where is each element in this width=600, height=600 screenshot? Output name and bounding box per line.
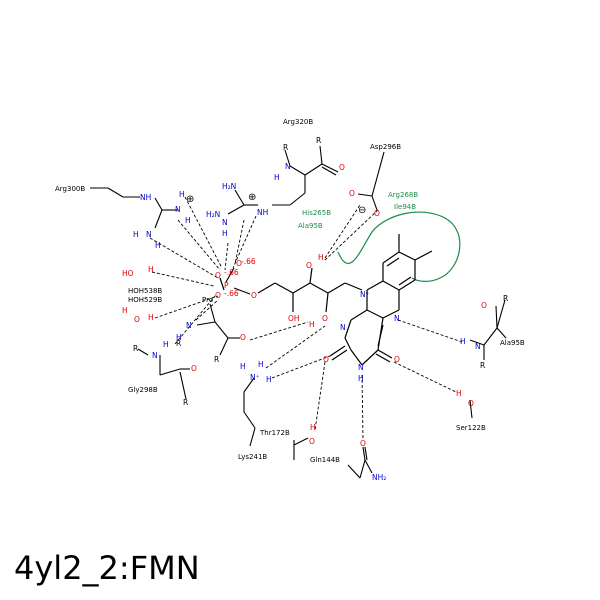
atom-h2n-arg320b: H₂N [206, 210, 220, 219]
atom-o-asp296b: O [374, 209, 380, 218]
residue-skeletons [90, 145, 507, 479]
atom-o-gly298: O [191, 364, 197, 373]
atom-o-phos1: O [215, 271, 221, 280]
atom-q2: -.66 [241, 257, 256, 266]
atom-p-phos: P [224, 281, 229, 290]
label-lys241: Lys241B [238, 453, 267, 461]
label-arg268: Arg268B [388, 191, 418, 199]
atom-n-flavin-right: N [394, 314, 400, 323]
atom-o-ribityl-mid: O [322, 314, 328, 323]
atom-charge-plus-arg300: ⊕ [186, 194, 194, 205]
label-ala95: Ala95B [500, 339, 525, 347]
atom-n-arg320: N [285, 162, 291, 171]
atom-r-pro2: R [214, 355, 219, 364]
atom-hn-arg300: H [133, 230, 139, 239]
atom-o-ribityl-top: O [306, 261, 312, 270]
atom-nh-arg300: NH [140, 193, 151, 202]
atom-h-lys241c: H [266, 375, 272, 384]
atom-h2n-arg320: H₂N [222, 182, 236, 191]
label-his265: His265B [302, 209, 331, 217]
diagram-title: 4yl2_2:FMN [14, 549, 200, 587]
atom-h-lys241b: H [240, 362, 246, 371]
atom-h-hoh529: H [122, 306, 128, 315]
atom-n-pro: N [186, 321, 192, 330]
atom-h-lys241a: H [258, 360, 264, 369]
atom-r-arg320: R [283, 143, 288, 152]
atom-h-arg300c: H [155, 241, 161, 250]
atom-o-asp296a: O [349, 189, 355, 198]
atom-o-phos2: O [236, 259, 242, 268]
atom-h-ala95: H [460, 337, 466, 346]
atom-q3: -.66 [224, 289, 239, 298]
atom-nh2-gln144: NH₂ [372, 473, 386, 482]
ribityl-phosphate-chain [219, 267, 363, 313]
atom-n-gly298: N [152, 351, 158, 360]
atom-o-flavin-c4: O [394, 355, 400, 364]
atom-o-phos4: O [251, 291, 257, 300]
atom-n-arg300c: N [146, 230, 152, 239]
atom-h-thr172: H [310, 423, 316, 432]
atom-ho-hoh538: HO [122, 269, 134, 278]
atom-charge-minus-asp296: ⊖ [358, 205, 366, 216]
hydrophobic-contact-curve [337, 211, 461, 282]
label-arg300: Arg300B [55, 185, 85, 193]
atom-n-arg320c: N [222, 218, 228, 227]
atom-n-arg300: N [175, 205, 181, 214]
atom-n-ala95: N [475, 342, 481, 351]
label-thr172: Thr172B [259, 429, 290, 437]
atom-h-gly298: H [163, 340, 169, 349]
atom-h-ser122: H [456, 389, 462, 398]
label-hoh529: HOH529B [128, 296, 162, 304]
atom-o-thr172: O [309, 437, 315, 446]
atom-nh-arg320: NH [257, 208, 268, 217]
atom-oh-ribityl: OH [288, 314, 300, 323]
atom-o-hoh529: O [134, 315, 140, 324]
label-ala95-green: Ala95B [298, 222, 323, 230]
hydrogen-bonds [149, 196, 463, 441]
atom-charge-plus-arg320: ⊕ [248, 192, 256, 203]
atom-n3-flavin: N [358, 363, 364, 372]
atom-o-ser122: O [468, 399, 474, 408]
atom-r-arg320b: R [316, 136, 321, 145]
label-gln144: Gln144B [310, 456, 340, 464]
atom-r-ala95a: R [503, 294, 508, 303]
flavin-ring [329, 234, 433, 366]
atom-o-phos3: O [215, 291, 221, 300]
label-pro: Pro [202, 296, 213, 304]
atom-h-n3: H [358, 374, 364, 383]
label-ser122: Ser122B [456, 424, 486, 432]
atom-o-pro: O [240, 333, 246, 342]
atom-h-ribityl-top: H [318, 253, 324, 262]
label-asp296: Asp296B [370, 143, 401, 151]
atom-h-arg320: H [274, 173, 280, 182]
atom-h-arg320c: H [222, 229, 228, 238]
atom-h-ribityl-mid: H [309, 320, 315, 329]
atom-n-flavin-left: N [340, 323, 346, 332]
atom-nplus-lys241: N⁺ [250, 373, 260, 382]
atom-h-arg300b: H [185, 216, 191, 225]
atom-o-arg320: O [339, 163, 345, 172]
atom-n5-flavin: N⁺ [360, 290, 370, 299]
label-gly298: Gly298B [128, 386, 158, 394]
atom-h-hoh538: H [148, 265, 154, 274]
atom-h-arg300a: H [179, 190, 185, 199]
atom-r-pro: R [176, 339, 181, 348]
label-ile94: Ile94B [394, 203, 416, 211]
atom-h-hoh529b: H [148, 313, 154, 322]
atom-r-gly298: R [133, 344, 138, 353]
atom-r-ala95b: R [480, 361, 485, 370]
atom-q1: -.66 [224, 268, 239, 277]
label-hoh538: HOH538B [128, 287, 162, 295]
atom-h-pro: H [176, 333, 182, 342]
atom-r-gly298b: R [183, 398, 188, 407]
atom-o-flavin-c2: O [323, 355, 329, 364]
atom-o-gln144: O [360, 439, 366, 448]
atom-o-ala95: O [481, 301, 487, 310]
label-arg320: Arg320B [283, 118, 313, 126]
